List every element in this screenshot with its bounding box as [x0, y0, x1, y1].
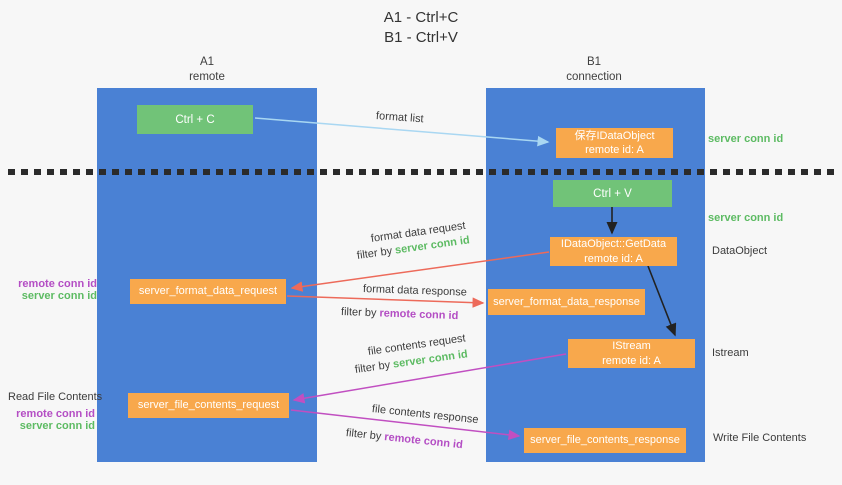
server-conn-id-label-1: server conn id [21, 290, 97, 302]
save-dataobject-box: 保存IDataObject remote id: A [556, 128, 673, 158]
getdata-box: IDataObject::GetData remote id: A [550, 237, 677, 266]
ctrl-v-box: Ctrl + V [553, 180, 672, 207]
filter-by-text-4: filter by [345, 427, 385, 443]
conn-id-group-2: remote conn id server conn id [0, 408, 95, 432]
getdata-line2: remote id: A [584, 252, 643, 265]
dataobject-label: DataObject [712, 245, 768, 257]
filter-by-remote-conn-id-1: filter by remote conn id [341, 306, 459, 322]
format-list-label: format list [375, 110, 424, 126]
server-file-contents-request-label: server_file_contents_request [137, 399, 280, 412]
server-file-contents-response-label: server_file_contents_response [530, 434, 680, 447]
server-conn-id-mid-label: server conn id [708, 212, 784, 224]
istream-box: IStream remote id: A [568, 339, 695, 368]
istream-line2: remote id: A [602, 354, 661, 367]
write-file-contents-label: Write File Contents [713, 432, 807, 444]
title-line-1: A1 - Ctrl+C [383, 9, 459, 26]
diagram-title: A1 - Ctrl+C B1 - Ctrl+V [0, 8, 842, 49]
server-format-data-response-label: server_format_data_response [493, 295, 640, 308]
remote-conn-id-label-2: remote conn id [16, 408, 95, 420]
filter-by-text-3: filter by [354, 358, 394, 376]
column-header-a1: A1 remote [137, 55, 277, 85]
column-header-b1: B1 connection [524, 55, 664, 85]
filter-remote-conn-id-2: remote conn id [383, 431, 464, 452]
conn-id-group-1: remote conn id server conn id [0, 278, 97, 302]
filter-by-text-1: filter by [356, 244, 396, 262]
save-dataobject-line1: 保存IDataObject [574, 129, 655, 142]
getdata-line1: IDataObject::GetData [560, 238, 667, 251]
ctrl-c-label: Ctrl + C [175, 113, 215, 126]
remote-conn-id-label-1: remote conn id [18, 278, 97, 290]
server-format-data-request-box: server_format_data_request [130, 279, 286, 304]
column-b1-name: connection [566, 70, 622, 83]
server-conn-id-top-label: server conn id [708, 133, 784, 145]
column-a1-name: remote [189, 70, 225, 83]
istream-line1: IStream [612, 340, 651, 353]
column-b1-id: B1 [586, 56, 602, 68]
server-file-contents-response-box: server_file_contents_response [524, 428, 686, 453]
save-dataobject-line2: remote id: A [585, 144, 644, 156]
file-contents-response-label: file contents response [371, 403, 480, 427]
column-a1-id: A1 [199, 56, 215, 68]
server-format-data-request-label: server_format_data_request [138, 285, 278, 298]
ctrl-v-label: Ctrl + V [593, 187, 632, 200]
filter-remote-conn-id-1: remote conn id [379, 307, 459, 323]
format-data-response-label: format data response [362, 283, 468, 299]
filter-by-text-2: filter by [340, 306, 380, 320]
title-line-2: B1 - Ctrl+V [384, 29, 458, 47]
ctrl-c-box: Ctrl + C [137, 105, 253, 134]
server-file-contents-request-box: server_file_contents_request [128, 393, 289, 418]
phase-separator-dotted-line [8, 169, 836, 175]
server-conn-id-label-2: server conn id [19, 420, 95, 432]
istream-side-label: Istream [712, 347, 749, 359]
read-file-contents-label: Read File Contents [8, 391, 103, 403]
filter-by-remote-conn-id-2: filter by remote conn id [345, 427, 463, 451]
server-format-data-response-box: server_format_data_response [488, 289, 645, 315]
